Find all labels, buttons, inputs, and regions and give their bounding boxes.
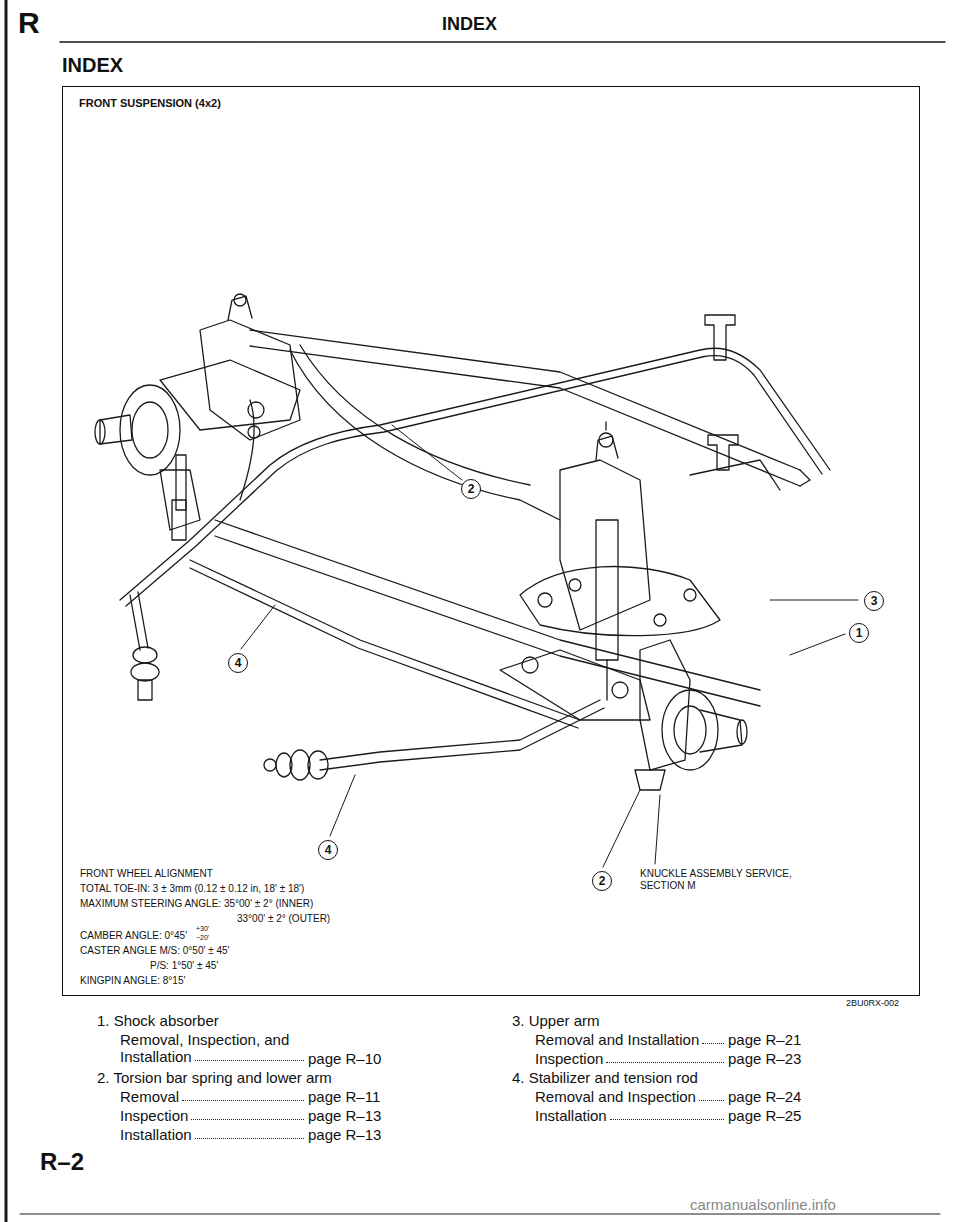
dot-leader xyxy=(182,1100,304,1101)
index-subitem: Inspection xyxy=(535,1050,603,1067)
index-item: 4. Stabilizer and tension rod xyxy=(512,1069,698,1086)
dot-leader xyxy=(606,1062,724,1063)
index-subitem: Removal, Inspection, and Installation xyxy=(120,1031,320,1066)
tolerance-lower: −20' xyxy=(196,934,209,942)
page-ref: page R–23 xyxy=(728,1050,801,1067)
dot-leader xyxy=(191,1119,304,1120)
page-ref: page R–13 xyxy=(308,1126,381,1143)
callout-number: 4 xyxy=(235,657,242,669)
index-subitem: Installation xyxy=(535,1107,607,1124)
page-ref: page R–25 xyxy=(728,1107,801,1124)
index-subitem: Removal xyxy=(120,1088,179,1105)
watermark: carmanualsonline.info xyxy=(690,1196,836,1213)
callout-number: 4 xyxy=(325,844,332,856)
spec-line: KINGPIN ANGLE: 8°15' xyxy=(80,975,185,987)
spec-line: CASTER ANGLE M/S: 0°50' ± 45' xyxy=(80,945,229,957)
page-ref: page R–13 xyxy=(308,1107,381,1124)
dot-leader xyxy=(699,1100,724,1101)
index-item: 3. Upper arm xyxy=(512,1012,600,1029)
index-item: 2. Torsion bar spring and lower arm xyxy=(97,1069,332,1086)
callout-circle: 2 xyxy=(461,479,481,499)
callout-number: 2 xyxy=(468,483,475,495)
dot-leader xyxy=(195,1138,304,1139)
page-number: R–2 xyxy=(40,1148,84,1176)
header-title: INDEX xyxy=(442,14,497,35)
spec-line: MAXIMUM STEERING ANGLE: 35°00' ± 2° (INN… xyxy=(80,898,313,910)
dot-leader xyxy=(195,1060,304,1061)
index-subitem: Installation xyxy=(120,1126,192,1143)
callout-circle: 2 xyxy=(592,871,612,891)
callout-circle: 4 xyxy=(228,653,248,673)
spec-line: CAMBER ANGLE: 0°45' xyxy=(80,930,187,942)
callout-number: 1 xyxy=(856,627,863,639)
dot-leader xyxy=(702,1043,724,1044)
callout-circle: 1 xyxy=(849,623,869,643)
spec-heading: FRONT WHEEL ALIGNMENT xyxy=(80,868,213,880)
callout-circle: 4 xyxy=(318,840,338,860)
page-heading: INDEX xyxy=(62,54,123,77)
page-ref: page R–11 xyxy=(308,1088,380,1105)
tolerance-upper: +30' xyxy=(196,925,209,933)
spec-line: P/S: 1°50' ± 45' xyxy=(150,960,218,972)
callout-circle: 3 xyxy=(864,591,884,611)
spec-line: TOTAL TOE-IN: 3 ± 3mm (0.12 ± 0.12 in, 1… xyxy=(80,883,304,895)
index-item: 1. Shock absorber xyxy=(97,1012,219,1029)
frame-title: FRONT SUSPENSION (4x2) xyxy=(79,97,221,110)
section-letter: R xyxy=(18,6,40,41)
page-ref: page R–21 xyxy=(728,1031,801,1048)
callout-number: 3 xyxy=(871,595,878,607)
index-subitem: Removal and Installation xyxy=(535,1031,699,1048)
spec-line: 33°00' ± 2° (OUTER) xyxy=(237,913,330,925)
figure-code: 2BU0RX-002 xyxy=(846,998,899,1008)
page-ref: page R–24 xyxy=(728,1088,801,1105)
callout-number: 2 xyxy=(599,875,606,887)
index-subitem: Inspection xyxy=(120,1107,188,1124)
index-subitem: Removal and Inspection xyxy=(535,1088,696,1105)
page-ref: page R–10 xyxy=(308,1050,381,1067)
dot-leader xyxy=(610,1119,724,1120)
section-frame: FRONT SUSPENSION (4x2) 2 3 1 4 4 2 xyxy=(62,86,920,996)
reference-note: KNUCKLE ASSEMBLY SERVICE, SECTION M xyxy=(640,868,830,891)
